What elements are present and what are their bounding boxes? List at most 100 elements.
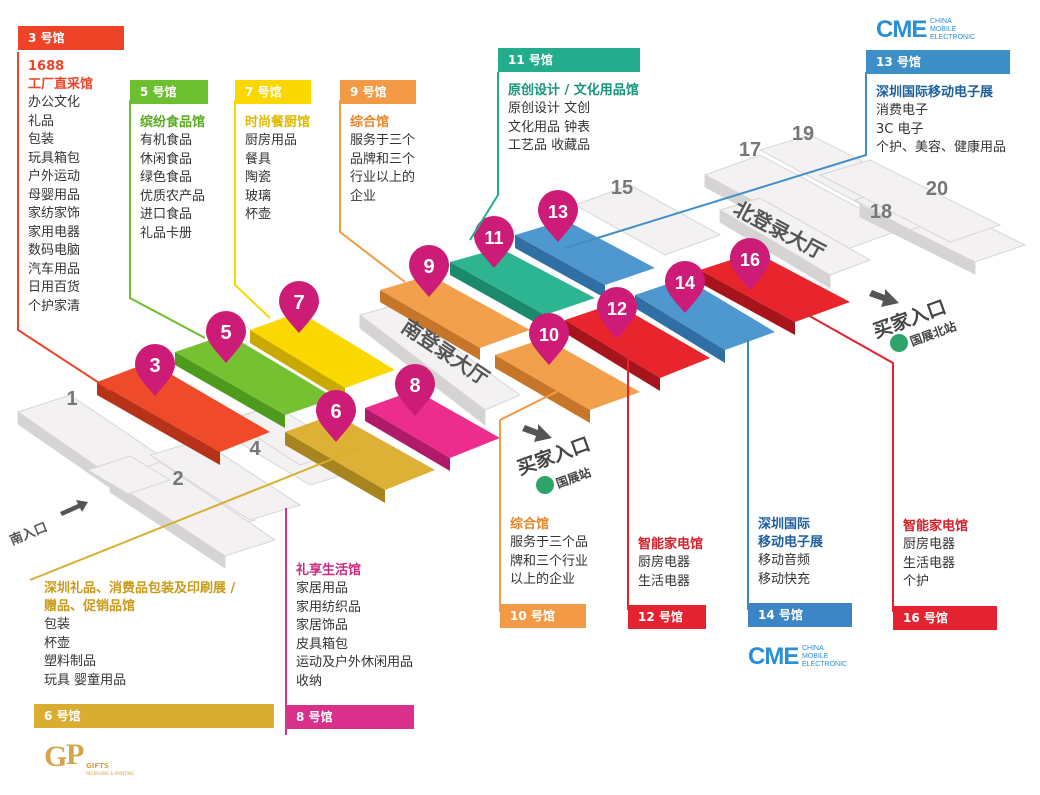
hall-13-title: 深圳国际移动电子展 — [876, 85, 994, 100]
hall-3-title-2: 工厂直采馆 — [28, 77, 94, 92]
entrance-arrow-2 — [869, 289, 899, 307]
hall-3-item: 日用百货 — [28, 280, 81, 295]
hall-12-item: 生活电器 — [638, 573, 691, 589]
hall-number-17: 17 — [739, 139, 761, 161]
hall-13-item: 消费电子 — [876, 103, 929, 118]
svg-text:5: 5 — [220, 322, 231, 344]
hall-16-items: 厨房电器 生活电器 个护 — [903, 536, 997, 592]
svg-text:14: 14 — [675, 273, 695, 293]
svg-text:16: 16 — [740, 250, 760, 270]
hall-3-item: 办公文化 — [28, 95, 81, 110]
hall-10-items: 服务于三个品 牌和三个行业 以上的企业 — [510, 534, 588, 590]
pin-5-icon[interactable]: 5 — [206, 311, 246, 363]
hall-3-item: 个护家清 — [28, 298, 81, 314]
hall-16-header: 16 号馆 — [893, 605, 997, 630]
pin-8-icon[interactable]: 8 — [395, 364, 435, 416]
hall-10-header: 10 号馆 — [500, 603, 586, 628]
hall-11-item: 原创设计 文创 — [508, 101, 591, 116]
pin-12-icon[interactable]: 12 — [597, 287, 637, 339]
entrance-arrow-south — [60, 500, 88, 516]
entrance-arrow-1 — [522, 424, 552, 442]
hall-13-block[interactable] — [515, 220, 655, 298]
pin-13-icon[interactable]: 13 — [538, 190, 578, 242]
hall-8-panel: 礼享生活馆 家居用品 家用纺织品 家居饰品 皮具箱包 运动及户外休闲用品 收纳 … — [286, 562, 414, 729]
hall-13-panel: 13 号馆 深圳国际移动电子展 消费电子 3C 电子 个护、美容、健康用品 — [866, 50, 1010, 158]
hall-9-items: 服务于三个 品牌和三个 行业以上的 企业 — [350, 132, 416, 206]
hall-7-item: 玻璃 — [245, 188, 272, 204]
hall-13-items: 消费电子 3C 电子 个护、美容、健康用品 — [876, 102, 1010, 158]
hall-5-block[interactable] — [175, 334, 335, 428]
metro-icon-1 — [536, 476, 554, 494]
hall-16-panel: 智能家电馆 厨房电器 生活电器 个护 16 号馆 — [893, 518, 997, 630]
cme-sub-3: ELECTRONIC — [930, 34, 976, 41]
hall-8-header: 8 号馆 — [286, 705, 414, 729]
hall-5-item: 进口食品 — [140, 207, 193, 222]
hall-11-item: 文化用品 钟表 — [508, 119, 591, 135]
gifts-logo: G P GIFTS PACKAGING & PRINTING — [44, 738, 134, 786]
hall-6-block[interactable] — [285, 414, 435, 503]
hall-7-item: 餐具 — [245, 151, 272, 167]
hall-10-title: 综合馆 — [510, 517, 550, 532]
hall-13-item: 3C 电子 — [876, 121, 924, 137]
pin-14-icon[interactable]: 14 — [665, 261, 705, 313]
hall-12-panel: 智能家电馆 厨房电器 生活电器 12 号馆 — [628, 536, 706, 629]
hall-12-block[interactable] — [565, 303, 710, 391]
hall-8-item: 家用纺织品 — [296, 599, 362, 615]
pin-6-icon[interactable]: 6 — [316, 390, 356, 442]
hall-7-items: 厨房用品 餐具 陶瓷 玻璃 杯壶 — [245, 132, 311, 225]
hall-16-item: 个护 — [903, 574, 930, 589]
hall-14-item: 移动快充 — [758, 571, 811, 587]
hall-10-item: 服务于三个品 — [510, 535, 589, 550]
hall-5-items: 有机食品 休闲食品 绿色食品 优质农产品 进口食品 礼品卡册 — [140, 132, 208, 243]
pin-7-icon[interactable]: 7 — [279, 281, 319, 333]
pins: 3 5 7 9 11 13 6 8 10 12 14 16 — [135, 190, 770, 442]
pin-3-icon[interactable]: 3 — [135, 344, 175, 396]
hall-6-header: 6 号馆 — [34, 704, 274, 728]
hall-6-items: 包装 杯壶 塑料制品 玩具 婴童用品 — [44, 616, 274, 690]
hall-3-item: 玩具箱包 — [28, 150, 81, 166]
hall-7-item: 厨房用品 — [245, 133, 298, 148]
hall-12-title: 智能家电馆 — [638, 537, 704, 552]
hall-7-title: 时尚餐厨馆 — [245, 115, 311, 130]
hall-3-item: 包装 — [28, 132, 55, 147]
svg-text:9: 9 — [423, 256, 434, 278]
hall-14-header: 14 号馆 — [748, 603, 852, 627]
hall-3-items: 办公文化 礼品 包装 玩具箱包 户外运动 母婴用品 家纺家饰 家用电器 数码电脑… — [28, 94, 124, 316]
hall-10-panel: 综合馆 服务于三个品 牌和三个行业 以上的企业 10 号馆 — [500, 516, 588, 628]
pin-11-icon[interactable]: 11 — [474, 216, 514, 268]
hall-9-block[interactable] — [380, 275, 530, 360]
hall-number-20: 20 — [926, 178, 948, 200]
hall-number-18: 18 — [870, 201, 892, 223]
hall-8-block[interactable] — [365, 390, 500, 471]
hall-11-block[interactable] — [450, 248, 595, 328]
hall-6-item: 塑料制品 — [44, 654, 97, 669]
hall-14-title-1: 深圳国际 — [758, 517, 811, 532]
hall-3-block[interactable] — [97, 362, 270, 465]
cme-sub-3: ELECTRONIC — [802, 661, 848, 668]
hall-16-title: 智能家电馆 — [903, 519, 969, 534]
gifts-logo-mark: G — [44, 740, 68, 773]
hall-7-item: 陶瓷 — [245, 170, 272, 185]
hall-14-block[interactable] — [635, 278, 775, 363]
pin-9-icon[interactable]: 9 — [409, 245, 449, 297]
hall-5-item: 优质农产品 — [140, 188, 206, 204]
hall-3-item: 家用电器 — [28, 224, 81, 240]
hall-6-panel: 深圳礼品、消费品包装及印刷展 / 赠品、促销品馆 包装 杯壶 塑料制品 玩具 婴… — [34, 580, 274, 728]
hall-3-item: 户外运动 — [28, 169, 81, 184]
cme-logo-top: CME CHINA MOBILE ELECTRONIC — [876, 14, 1006, 46]
hall-10-item: 以上的企业 — [510, 572, 576, 587]
pin-10-icon[interactable]: 10 — [529, 313, 569, 365]
hall-3-item: 汽车用品 — [28, 261, 81, 277]
hall-9-item: 企业 — [350, 188, 377, 204]
hall-8-item: 皮具箱包 — [296, 636, 349, 652]
hall-12-items: 厨房电器 生活电器 — [638, 554, 706, 591]
hall-7-block[interactable] — [250, 312, 395, 401]
hall-3-title-1: 1688 — [28, 59, 65, 74]
hall-10-block[interactable] — [495, 338, 640, 423]
cme-sub-2: MOBILE — [930, 26, 957, 33]
gifts-logo-subtext: PACKAGING & PRINTING — [86, 771, 134, 776]
cme-sub-2: MOBILE — [802, 653, 829, 660]
hall-6-item: 玩具 婴童用品 — [44, 672, 127, 688]
svg-text:10: 10 — [539, 325, 559, 345]
pin-16-icon[interactable]: 16 — [730, 238, 770, 290]
